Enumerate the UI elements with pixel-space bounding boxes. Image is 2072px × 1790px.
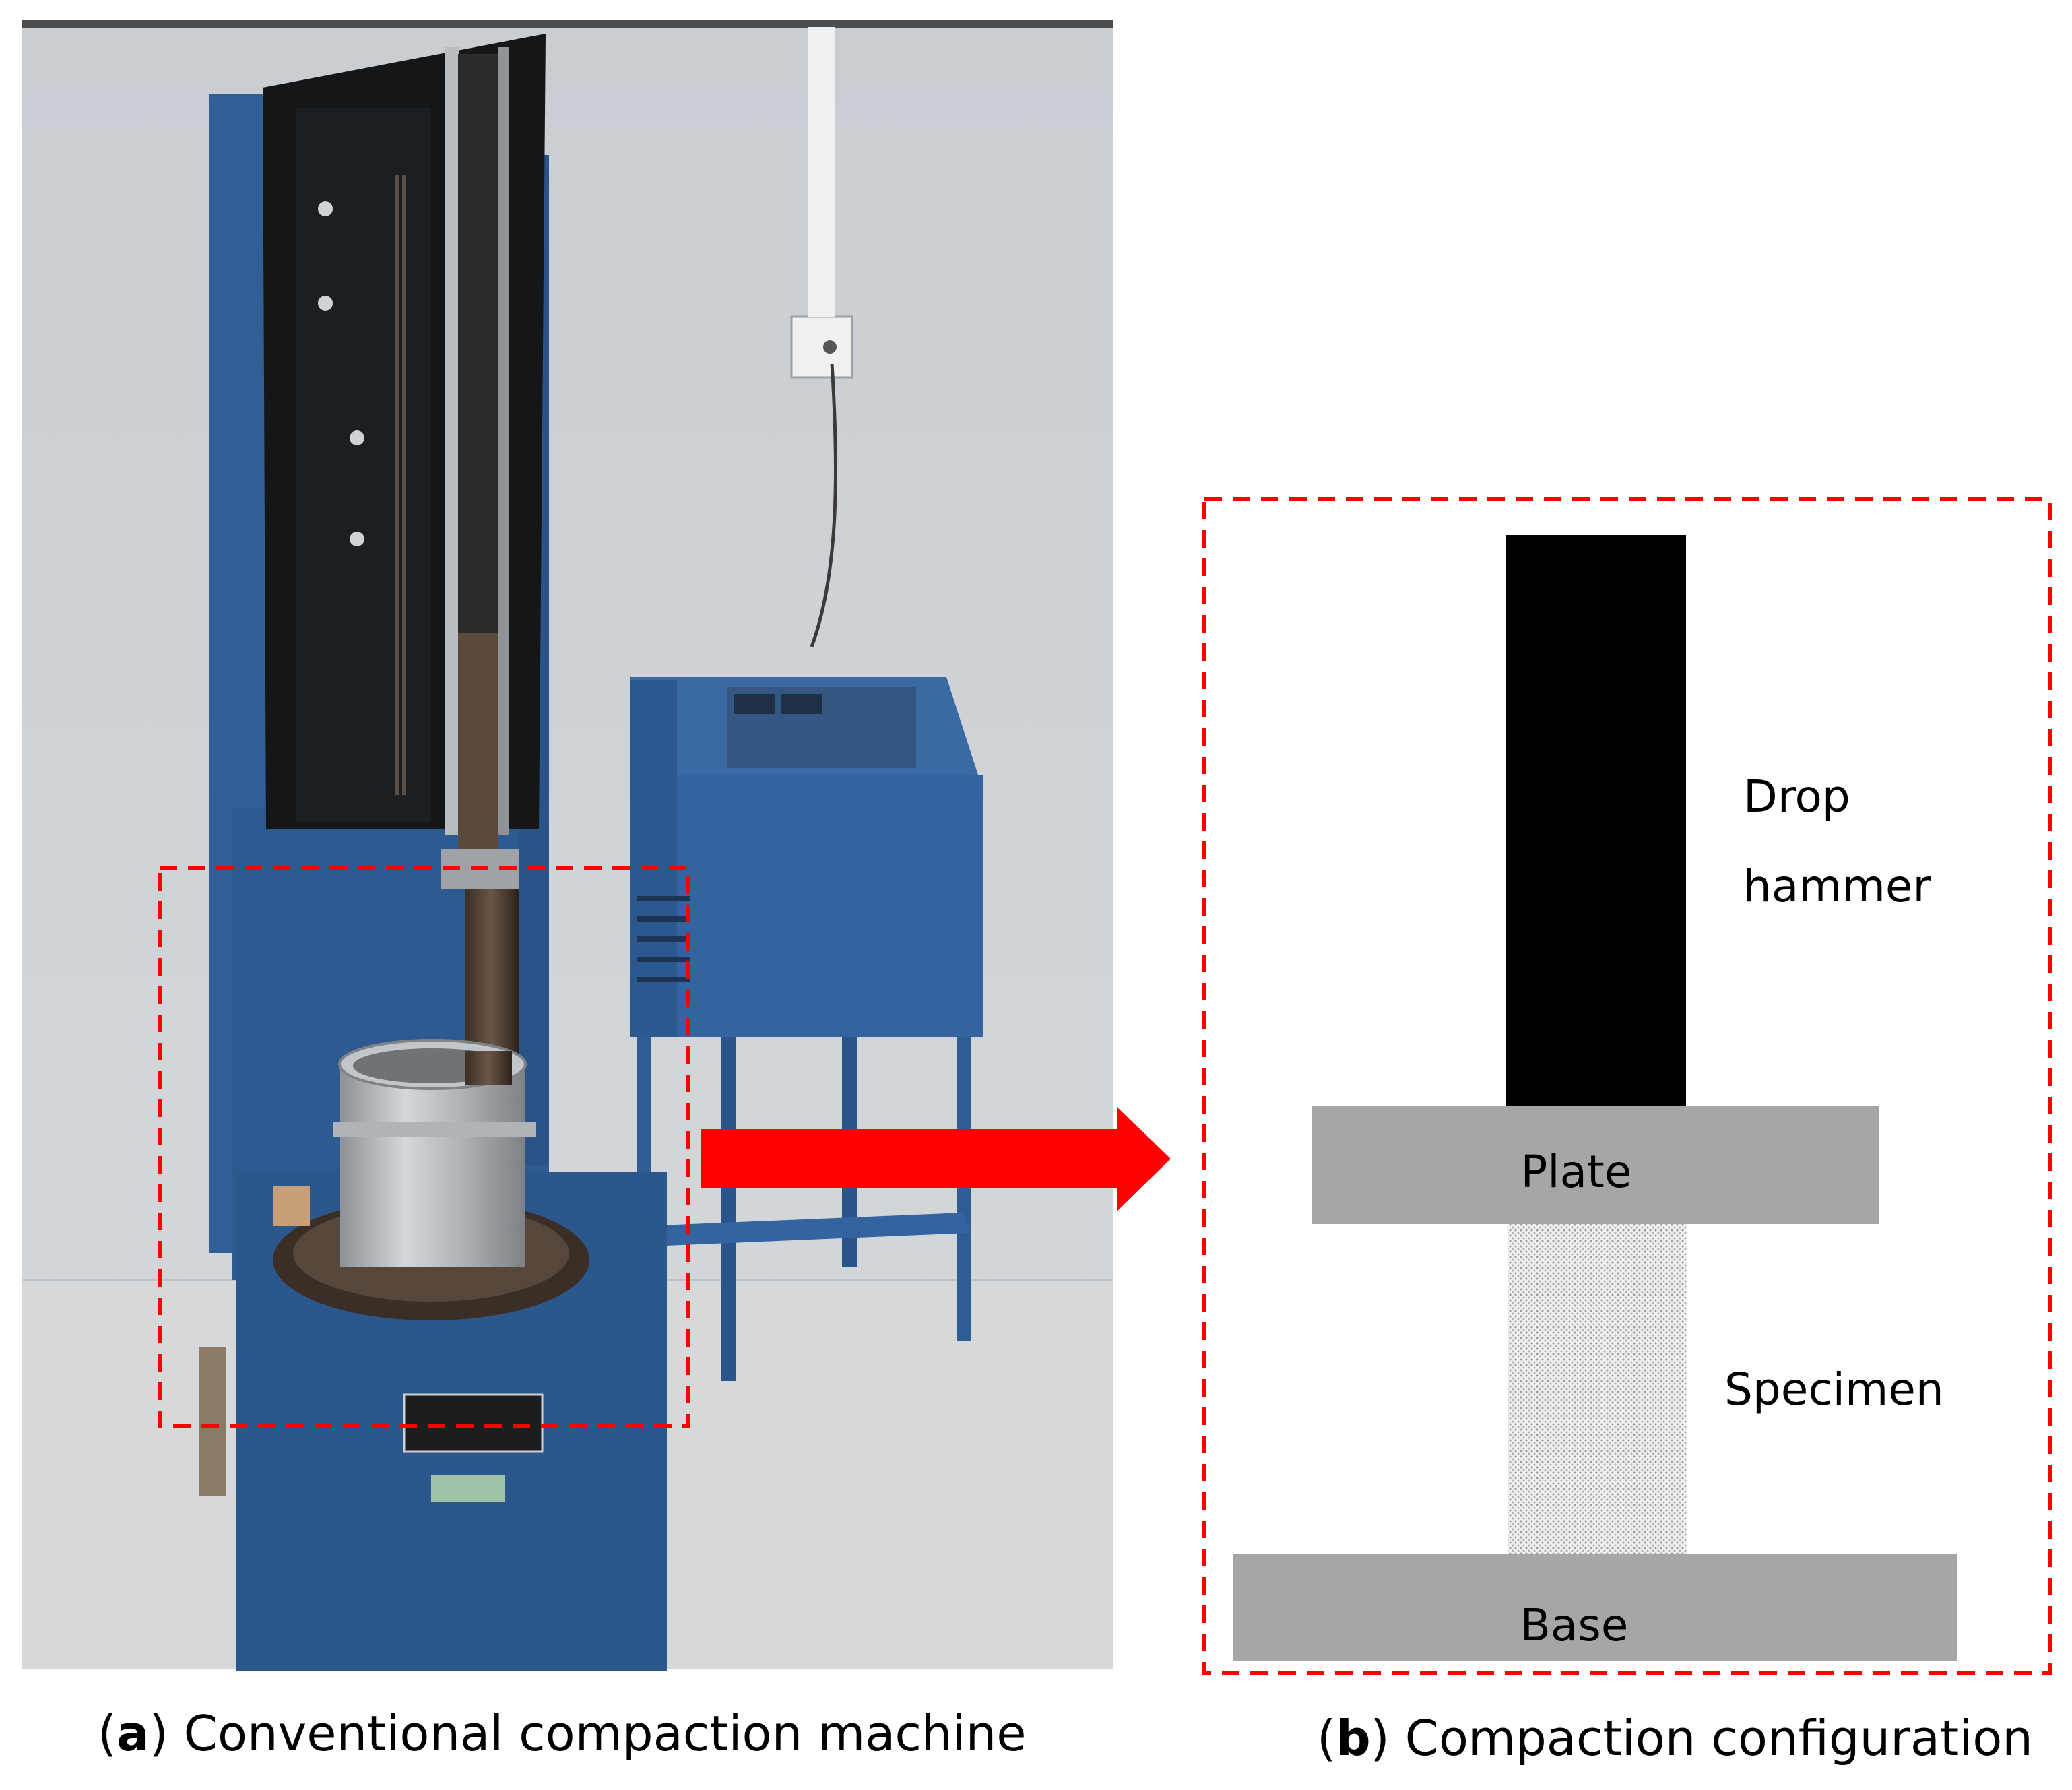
caption-a-letter: a xyxy=(117,1705,150,1762)
caption-a-text: Conventional compaction machine xyxy=(184,1705,1027,1762)
wall-socket-icon xyxy=(790,27,853,647)
highlight-box-schematic xyxy=(1202,497,2052,1675)
caption-a: (a) Conventional compaction machine xyxy=(98,1705,1027,1762)
drop-hammer-label-line2: hammer xyxy=(1743,860,1931,912)
compaction-machine xyxy=(199,34,667,1671)
base-label: Base xyxy=(1520,1599,1629,1651)
caption-b-letter: b xyxy=(1336,1710,1371,1766)
control-cabinet xyxy=(630,677,983,1381)
caption-b: (b) Compaction configuration xyxy=(1317,1710,2033,1766)
plate-label: Plate xyxy=(1520,1146,1631,1198)
drop-hammer xyxy=(1506,535,1686,1106)
highlight-box-photo xyxy=(158,866,690,1428)
base xyxy=(1233,1554,1957,1661)
plate xyxy=(1312,1106,1879,1224)
specimen-label: Specimen xyxy=(1724,1364,1944,1415)
machine-photo xyxy=(22,20,1113,1671)
caption-b-text: Compaction configuration xyxy=(1405,1710,2033,1766)
drop-hammer-label-line1: Drop xyxy=(1743,771,1850,823)
red-arrow-icon xyxy=(701,1107,1171,1211)
specimen xyxy=(1508,1224,1687,1554)
